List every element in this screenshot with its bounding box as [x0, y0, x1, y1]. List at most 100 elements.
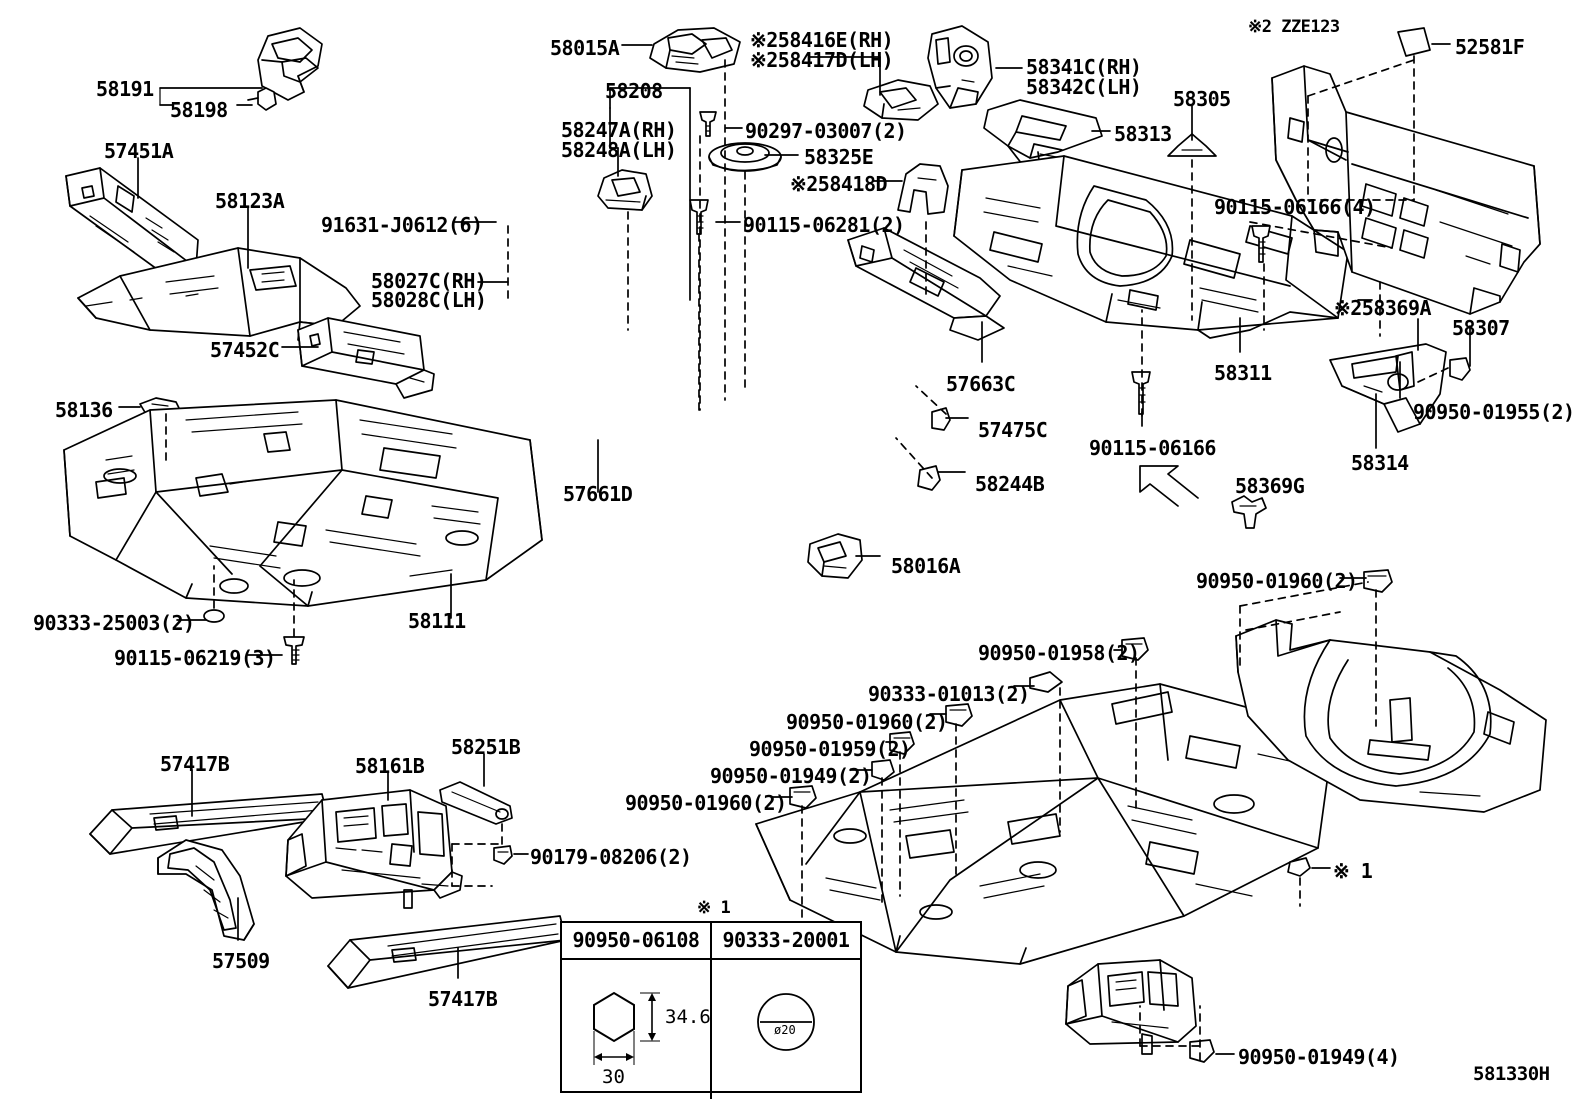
callout-l57661D: 57661D	[563, 482, 633, 506]
clip-90333-01013-art	[1029, 671, 1063, 693]
inset-body-row: 34.6 30 ø20	[562, 960, 860, 1099]
clip-58369A-art	[1361, 235, 1397, 281]
clip-90950-01960-c-art	[789, 785, 817, 809]
callout-l58027C: 58027C(RH)	[371, 269, 487, 293]
callout-l90115_06219: 90115-06219(3)	[114, 646, 276, 670]
callout-l58161B: 58161B	[355, 754, 425, 778]
callout-l90950_01949_2: 90950-01949(2)	[710, 764, 872, 788]
part-58311-art	[953, 155, 1349, 339]
part-58198-art	[247, 87, 277, 111]
part-58111-art	[63, 399, 543, 607]
clip-90950-01949-4-art	[1189, 1039, 1215, 1063]
callout-l58198: 58198	[170, 98, 228, 122]
clip-90297-03007-art	[699, 111, 717, 137]
clip-58244B-art	[917, 465, 941, 491]
callout-l57663C: 57663C	[946, 372, 1016, 396]
sheet-code: 581330H	[1473, 1063, 1550, 1085]
callout-l58208: 58208	[605, 79, 663, 103]
part-57417B-bot-art	[327, 915, 567, 989]
part-58416E-art	[863, 79, 939, 121]
part-57509-art	[157, 839, 255, 941]
callout-l58314: 58314	[1351, 451, 1409, 475]
callout-l58136: 58136	[55, 398, 113, 422]
callout-l58416E: ※258416E(RH)	[750, 28, 894, 52]
callout-l57452C: 57452C	[210, 338, 280, 362]
inset-mark-label: ※ 1	[697, 898, 731, 918]
inset-col2-body: ø20	[712, 960, 860, 1099]
screw-90115-06166-4-art	[1251, 225, 1271, 263]
callout-l90297: 90297-03007(2)	[745, 119, 907, 143]
callout-l57417B_bot: 57417B	[428, 987, 498, 1011]
callout-l58417D: ※258417D(LH)	[750, 48, 894, 72]
callout-l58244B: 58244B	[975, 472, 1045, 496]
callout-l58369G: 58369G	[1235, 474, 1305, 498]
callout-l90950_01949_4: 90950-01949(4)	[1238, 1045, 1400, 1069]
part-58161B-art	[285, 789, 463, 909]
screw-90115-06219-art	[283, 636, 305, 665]
callout-l58247A: 58247A(RH)	[561, 118, 677, 142]
callout-l58111: 58111	[408, 609, 466, 633]
callout-l58313: 58313	[1114, 122, 1172, 146]
callout-l58191: 58191	[96, 77, 154, 101]
callout-l57509: 57509	[212, 949, 270, 973]
callout-l90950_01960_c: 90950-01960(2)	[625, 791, 787, 815]
callout-l58251B: 58251B	[451, 735, 521, 759]
callout-l90333_01013: 90333-01013(2)	[868, 682, 1030, 706]
rear-tub-art	[1235, 619, 1547, 813]
part-58307-art	[1271, 65, 1541, 315]
part-58136-art	[139, 397, 181, 417]
clip-90950-01960-a-art	[1363, 569, 1393, 593]
callout-l58305: 58305	[1173, 87, 1231, 111]
clip-mark1-right-art	[1287, 857, 1311, 877]
callout-l58369A: ※258369A	[1334, 296, 1432, 320]
screw-90115-06281-art	[689, 199, 709, 235]
clip-90950-01955-art	[1449, 357, 1471, 381]
part-58016A-art	[807, 533, 863, 579]
screw-90115-06166-art	[1131, 371, 1151, 415]
clip-90179-08206-art	[493, 845, 513, 865]
callout-l90950_01958: 90950-01958(2)	[978, 641, 1140, 665]
inset-fastener-table: 90950-06108 90333-20001 34.6	[560, 921, 862, 1099]
part-58251B-art	[439, 781, 513, 825]
callout-l58311: 58311	[1214, 361, 1272, 385]
callout-l90333_25003: 90333-25003(2)	[33, 611, 195, 635]
callout-l90115_06281: 90115-06281(2)	[743, 213, 905, 237]
callout-l90950_01959: 90950-01959(2)	[749, 737, 911, 761]
inset-dim-width: 30	[602, 1066, 625, 1088]
callout-lmark1_right: ※ 1	[1333, 859, 1373, 883]
callout-l90950_01960_a: 90950-01960(2)	[1196, 569, 1358, 593]
part-57417B-top-art	[89, 793, 329, 855]
clip-90333-25003-art	[203, 609, 225, 623]
part-57663C-art	[847, 227, 1005, 341]
arrow-58369G-art	[1139, 465, 1199, 507]
part-58123A-art	[77, 247, 361, 349]
clip-90950-01960-b-art	[945, 703, 973, 727]
bracket-bottom-right-art	[1065, 959, 1197, 1055]
callout-l58341C: 58341C(RH)	[1026, 55, 1142, 79]
callout-l90115_06166: 90115-06166	[1089, 436, 1216, 460]
part-58369G-art	[1231, 495, 1267, 529]
part-58015A-art	[649, 27, 741, 73]
part-58313-art	[983, 99, 1103, 169]
clip-90950-01949-2-art	[871, 759, 895, 781]
callout-l57475C: 57475C	[978, 418, 1048, 442]
callout-l57417B_top: 57417B	[160, 752, 230, 776]
note-zze123: ※2 ZZE123	[1248, 17, 1340, 37]
callout-l58248A: 58248A(LH)	[561, 138, 677, 162]
callout-l90179: 90179-08206(2)	[530, 845, 692, 869]
callout-l58016A: 58016A	[891, 554, 961, 578]
callout-l90950_01960_b: 90950-01960(2)	[786, 710, 948, 734]
inset-dim-diameter: ø20	[774, 1023, 796, 1037]
part-52581F-art	[1397, 27, 1431, 57]
callout-l58418D: ※258418D	[790, 172, 888, 196]
part-58191-art	[257, 27, 323, 101]
part-57451A-art	[65, 167, 207, 295]
callout-l58028C: 58028C(LH)	[371, 288, 487, 312]
callout-l52581F: 52581F	[1455, 35, 1525, 59]
callout-l58342C: 58342C(LH)	[1026, 75, 1142, 99]
inset-col1-header: 90950-06108	[562, 923, 712, 960]
callout-l90950_01955: 90950-01955(2)	[1413, 400, 1575, 424]
callout-l91631: 91631-J0612(6)	[321, 213, 483, 237]
clip-58305-art	[1167, 133, 1217, 157]
